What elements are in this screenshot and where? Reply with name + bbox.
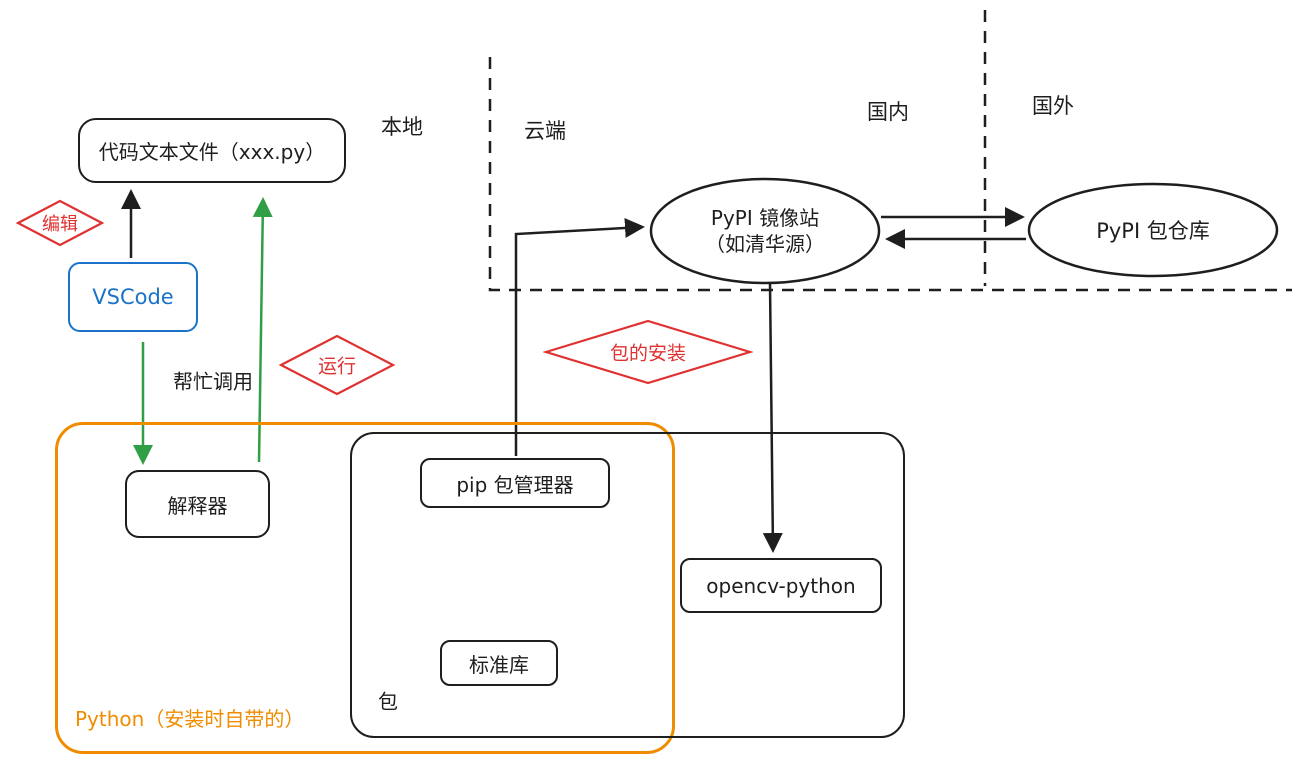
edit-edge-label: 编辑 (42, 214, 78, 235)
edit-diamond (15, 199, 105, 247)
run-diamond (278, 334, 396, 396)
interpreter-to-codefile-run-arrow (252, 197, 273, 463)
pypi-mirror-label-line1: PyPI 镜像站 (710, 206, 820, 230)
interpreter-node: 解释器 (125, 470, 270, 538)
mirror-to-opencv-arrow (762, 283, 783, 553)
stdlib-label: 标准库 (469, 652, 529, 677)
package-container (350, 432, 905, 738)
vscode-node: VSCode (68, 262, 198, 332)
stdlib-node: 标准库 (440, 640, 558, 686)
pypi-mirror-label: PyPI 镜像站 （如清华源） (705, 205, 825, 257)
package-install-diamond (542, 319, 754, 385)
region-label-domestic: 国内 (867, 100, 909, 124)
help-call-edge-label: 帮忙调用 (173, 369, 253, 394)
code-file-node: 代码文本文件（xxx.py） (78, 118, 346, 183)
python-container (55, 422, 675, 754)
pip-manager-node: pip 包管理器 (420, 458, 610, 508)
interpreter-label: 解释器 (167, 493, 228, 518)
opencv-label: opencv-python (706, 573, 856, 598)
pypi-mirror-label-line2: （如清华源） (705, 232, 825, 256)
local-cloud-boundary-dashed-line (488, 57, 1292, 292)
run-edge-label: 运行 (317, 355, 357, 378)
pip-to-mirror-arrow (514, 217, 645, 456)
code-file-label: 代码文本文件（xxx.py） (98, 140, 326, 164)
package-container-label: 包 (378, 689, 398, 714)
region-label-foreign: 国外 (1032, 94, 1074, 118)
region-label-cloud: 云端 (524, 119, 566, 143)
pypi-mirror-ellipse (649, 177, 881, 285)
opencv-node: opencv-python (680, 558, 882, 613)
pypi-repo-ellipse (1027, 182, 1279, 278)
region-label-local: 本地 (381, 115, 423, 139)
python-container-label: Python（安装时自带的） (75, 707, 305, 731)
pypi-repo-label: PyPI 包仓库 (1096, 219, 1210, 243)
pip-manager-label: pip 包管理器 (456, 472, 574, 497)
vscode-label: VSCode (92, 285, 174, 309)
package-install-edge-label: 包的安装 (609, 342, 687, 365)
